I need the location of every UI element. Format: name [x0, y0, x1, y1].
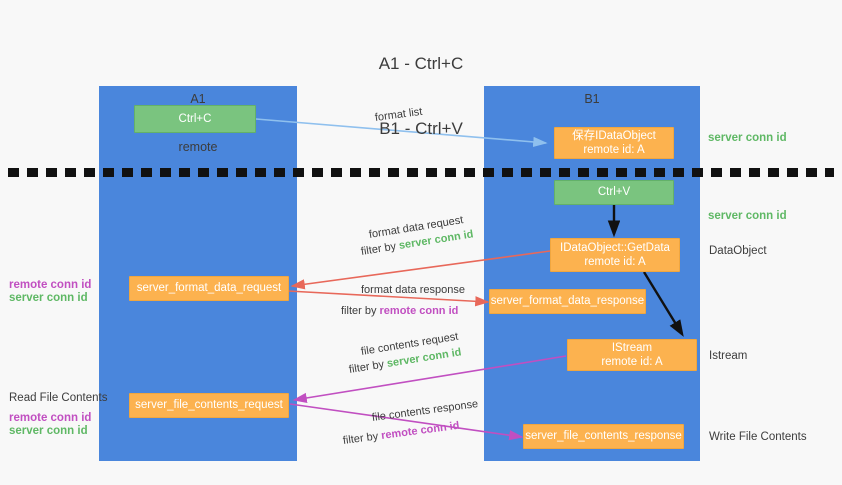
annotation-dataobject: DataObject: [709, 245, 767, 257]
arrow-format-data-request: [290, 250, 551, 290]
arrow-format-data-response: [287, 290, 490, 307]
arrow-getdata-to-istream: [642, 271, 684, 337]
node-server-file-contents-response[interactable]: server_file_contents_response: [523, 424, 684, 449]
annotation-write-file-contents: Write File Contents: [709, 431, 807, 443]
annotation-istream: Istream: [709, 350, 748, 362]
arrow-format-list: [255, 118, 548, 148]
node-istream[interactable]: IStream remote id: A: [567, 339, 697, 371]
node-save-dataobject[interactable]: 保存IDataObject remote id: A: [554, 127, 674, 159]
edge-filter-prefix-2: filter by: [341, 305, 380, 317]
arrow-file-contents-response: [289, 403, 524, 441]
edge-label-format-data-response-text: format data response: [361, 284, 465, 296]
node-getdata-line1: IDataObject::GetData: [560, 241, 670, 254]
edge-label-format-data-response: format data response: [361, 284, 465, 296]
node-ctrl-v[interactable]: Ctrl+V: [554, 180, 674, 205]
diagram-title: A1 - Ctrl+C B1 - Ctrl+V: [0, 10, 842, 183]
lane-b1-name: B1: [584, 91, 600, 106]
node-server-file-contents-response-label: server_file_contents_response: [525, 430, 682, 443]
lane-header-b1: B1 connection: [484, 58, 700, 188]
edge-filter-value-2: remote conn id: [379, 305, 459, 317]
lane-a1-role: remote: [178, 140, 218, 155]
node-server-format-data-response[interactable]: server_format_data_response: [489, 289, 646, 314]
node-getdata-line2: remote id: A: [584, 256, 646, 268]
node-server-format-data-response-label: server_format_data_response: [490, 295, 645, 308]
lane-header-a1: A1 remote: [99, 58, 297, 188]
node-save-dataobject-line1: 保存IDataObject: [572, 129, 656, 142]
title-line-1: A1 - Ctrl+C: [378, 53, 464, 73]
arrow-file-contents-request: [292, 355, 567, 404]
node-ctrl-v-label: Ctrl+V: [597, 186, 631, 199]
title-line-2: B1 - Ctrl+V: [379, 118, 463, 138]
annotation-read-file-contents: Read File Contents: [9, 392, 108, 404]
edge-filter-format-data-response: filter by remote conn id: [341, 305, 458, 317]
node-save-dataobject-line2: remote id: A: [583, 144, 645, 156]
annotation-remote-conn-id-mid: remote conn id: [9, 279, 92, 291]
node-istream-line1: IStream: [611, 341, 653, 354]
node-server-format-data-request[interactable]: server_format_data_request: [129, 276, 289, 301]
node-ctrl-c[interactable]: Ctrl+C: [134, 105, 256, 133]
annotation-remote-conn-id-bot: remote conn id: [9, 412, 92, 424]
annotation-server-conn-id-left-mid: server conn id: [9, 292, 88, 304]
node-ctrl-c-label: Ctrl+C: [178, 112, 212, 125]
node-idataobject-getdata[interactable]: IDataObject::GetData remote id: A: [550, 238, 680, 272]
annotation-server-conn-id-top: server conn id: [708, 132, 787, 144]
node-server-format-data-request-label: server_format_data_request: [136, 282, 282, 295]
lane-a1-name: A1: [190, 91, 206, 106]
annotation-server-conn-id-bot: server conn id: [9, 425, 88, 437]
node-server-file-contents-request[interactable]: server_file_contents_request: [129, 393, 289, 418]
node-server-file-contents-request-label: server_file_contents_request: [135, 399, 283, 412]
node-istream-line2: remote id: A: [601, 356, 663, 368]
annotation-server-conn-id-mid: server conn id: [708, 210, 787, 222]
